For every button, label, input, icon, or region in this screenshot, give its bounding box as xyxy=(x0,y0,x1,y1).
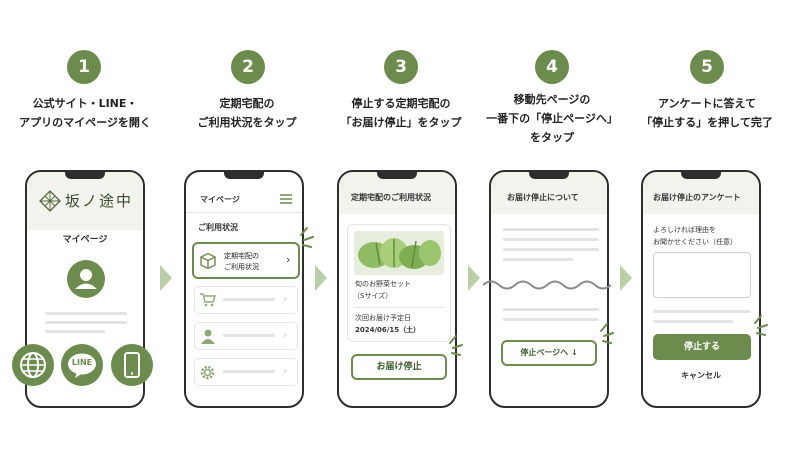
next-arrow xyxy=(160,265,172,291)
phone-delivery-detail: 定期宅配のご利用状況 旬のお野菜セット （Sサイズ） 次回お届け予定日 2024… xyxy=(337,170,457,408)
page-title: 定期宅配のご利用状況 xyxy=(339,172,455,214)
line-label: LINE xyxy=(71,358,93,367)
line-icon[interactable] xyxy=(60,343,104,387)
tap-sparkle-icon xyxy=(300,227,314,248)
chevron-right-icon: › xyxy=(283,364,288,377)
step-3-caption: 停止する定期宅配の「お届け停止」をタップ xyxy=(340,97,462,129)
tap-sparkle-icon xyxy=(754,315,768,336)
phone-usage: マイページ ご利用状況 定期宅配の ご利用状況 › › › › xyxy=(184,170,304,408)
step-2-caption: 定期宅配のご利用状況をタップ xyxy=(197,97,297,129)
step-5-number: 5 xyxy=(690,50,724,84)
logo-mark-icon xyxy=(39,190,61,212)
step-4-caption: 移動先ページの一番下の「停止ページへ」をタップ xyxy=(486,93,618,144)
go-to-stop-page-button[interactable]: 停止ページへ ↓ xyxy=(501,340,597,366)
page-break-wave xyxy=(483,280,612,290)
box-icon xyxy=(200,252,216,270)
step-1-caption: 公式サイト・LINE・アプリのマイページを開く xyxy=(19,97,151,129)
product-card: 旬のお野菜セット （Sサイズ） 次回お届け予定日 2024/06/15（土） xyxy=(347,224,451,342)
step-3-number: 3 xyxy=(384,50,418,84)
delivery-status-item[interactable]: 定期宅配の ご利用状況 › xyxy=(192,242,300,279)
brand-logo: 坂ノ途中 xyxy=(65,192,134,210)
step-2-number: 2 xyxy=(231,50,265,84)
product-name: 旬のお野菜セット xyxy=(355,280,411,288)
step-4-number: 4 xyxy=(535,50,569,84)
list-item[interactable]: › xyxy=(194,286,298,314)
next-delivery-label: 次回お届け予定日 xyxy=(355,314,411,322)
stop-delivery-button[interactable]: お届け停止 xyxy=(351,354,447,380)
avatar-icon xyxy=(67,260,105,298)
page-title: マイページ xyxy=(62,235,108,245)
cancel-link[interactable]: キャンセル xyxy=(681,371,721,380)
menu-icon[interactable] xyxy=(280,194,292,204)
section-title: ご利用状況 xyxy=(198,223,238,232)
cart-icon xyxy=(200,293,216,307)
page-title: マイページ xyxy=(200,195,240,204)
tap-sparkle-icon xyxy=(449,335,463,356)
smartphone-icon[interactable] xyxy=(110,343,154,387)
delivery-status-label: 定期宅配の ご利用状況 xyxy=(224,252,259,271)
page-title: お届け停止について xyxy=(491,172,607,214)
step-1-number: 1 xyxy=(67,50,101,84)
next-arrow xyxy=(620,265,632,291)
chevron-right-icon: › xyxy=(283,292,288,305)
phone-survey: お届け停止のアンケート よろしければ理由を お聞かせください（任意） 停止する … xyxy=(641,170,761,408)
vegetables-image xyxy=(354,231,444,275)
next-arrow xyxy=(468,265,480,291)
next-delivery-date: 2024/06/15（土） xyxy=(355,326,421,334)
survey-prompt: よろしければ理由を お聞かせください（任意） xyxy=(653,226,737,246)
product-size: （Sサイズ） xyxy=(353,292,393,300)
gear-icon xyxy=(200,365,215,380)
chevron-right-icon: › xyxy=(286,253,291,266)
list-item[interactable]: › xyxy=(194,358,298,386)
page-title: お届け停止のアンケート xyxy=(643,172,759,214)
person-icon xyxy=(201,329,215,344)
stop-submit-button[interactable]: 停止する xyxy=(653,334,751,360)
list-item[interactable]: › xyxy=(194,322,298,350)
chevron-right-icon: › xyxy=(283,328,288,341)
next-arrow xyxy=(315,265,327,291)
reason-textarea[interactable] xyxy=(653,252,751,298)
step-5-caption: アンケートに答えて「停止する」を押して完了 xyxy=(641,97,773,129)
tap-sparkle-icon xyxy=(600,323,614,344)
globe-icon[interactable] xyxy=(11,343,55,387)
